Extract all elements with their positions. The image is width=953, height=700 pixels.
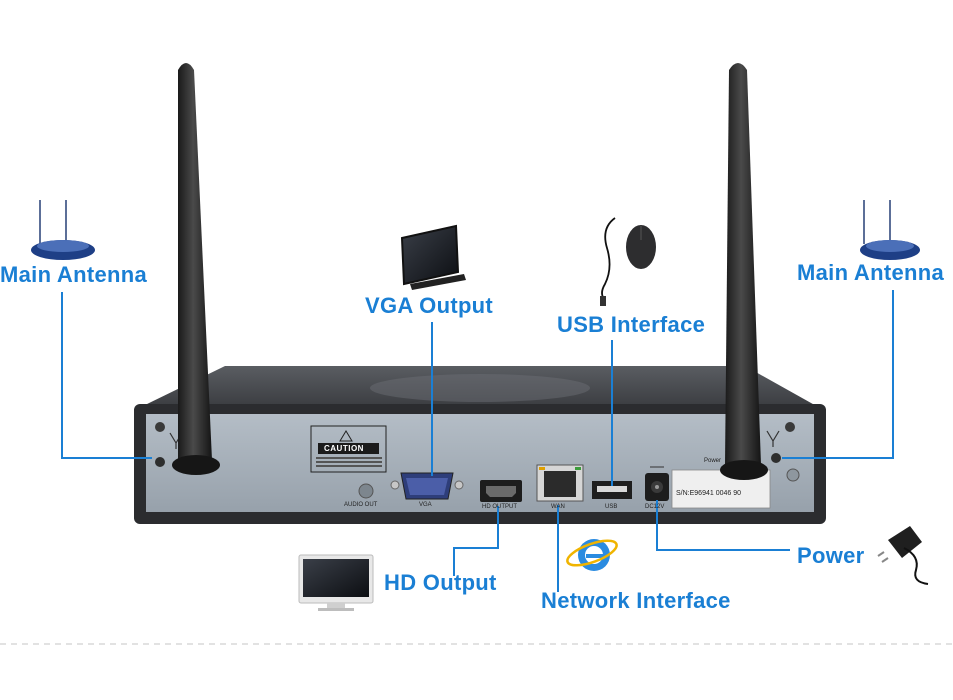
left-antenna (172, 63, 220, 475)
router-icon-left (31, 200, 95, 260)
hd-output-label: HD Output (384, 570, 497, 595)
caution-label (310, 425, 387, 473)
vga-output-label: VGA Output (365, 293, 494, 318)
dc-port (645, 466, 669, 501)
wan-port (536, 464, 584, 502)
caution-text: CAUTION (324, 444, 364, 453)
power-panel-text: Power (704, 458, 722, 464)
network-interface-label: Network Interface (541, 588, 731, 613)
main-antenna-left-label: Main Antenna (0, 262, 148, 287)
vga-port (390, 472, 464, 500)
serial-number-text: S/N:E96941 0046 90 (676, 490, 741, 497)
hdmi-port (480, 480, 522, 502)
monitor-icon (298, 554, 374, 611)
usb-port (592, 481, 632, 499)
ie-logo-icon (566, 539, 618, 571)
router-icon-right (860, 200, 920, 260)
audio-out-text: AUDIO OUT (344, 502, 378, 508)
dc-port-text: DC12V (645, 504, 665, 510)
usb-interface-label: USB Interface (557, 312, 706, 337)
audio-out-port (358, 483, 374, 499)
right-antenna (720, 63, 768, 480)
hdmi-port-text: HD OUTPUT (482, 504, 517, 510)
mouse-icon (600, 217, 656, 306)
power-label: Power (797, 543, 865, 568)
vga-port-text: VGA (419, 502, 432, 508)
wan-port-text: WAN (551, 504, 565, 510)
power-adapter-icon (877, 526, 929, 585)
tv-icon (400, 224, 466, 290)
main-antenna-right-label: Main Antenna (797, 260, 945, 285)
callout-lines (61, 290, 894, 592)
usb-port-text: USB (605, 504, 618, 510)
